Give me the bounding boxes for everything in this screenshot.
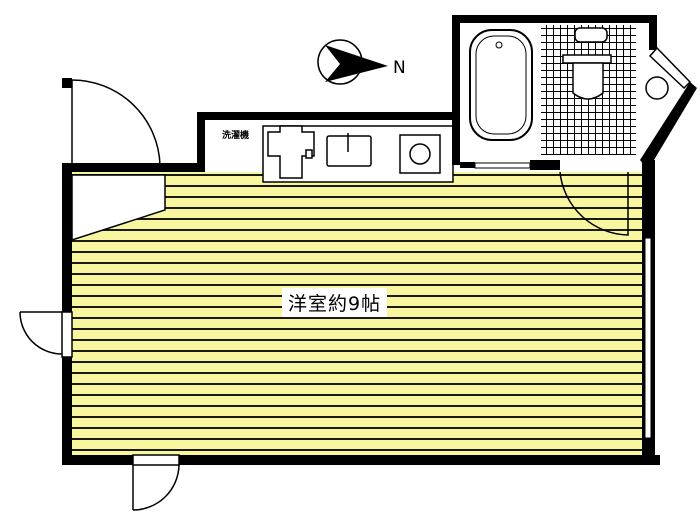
- compass-icon: [317, 39, 388, 85]
- right-window: [644, 237, 652, 439]
- room-label: 洋室約9帖: [282, 288, 388, 317]
- toilet: [562, 27, 612, 100]
- compass-north-label: N: [393, 58, 406, 78]
- entrance-door[interactable]: [71, 79, 166, 242]
- kitchen-counter: [262, 125, 454, 183]
- bottom-door[interactable]: [132, 454, 180, 511]
- bathroom-window: [648, 46, 692, 90]
- sink-basin: [645, 76, 669, 100]
- bathtub: [469, 29, 533, 141]
- washer-label: 洗濯機: [222, 131, 250, 141]
- bathroom-door[interactable]: [559, 171, 629, 236]
- bath-doorway: [474, 162, 531, 169]
- left-door[interactable]: [19, 311, 73, 358]
